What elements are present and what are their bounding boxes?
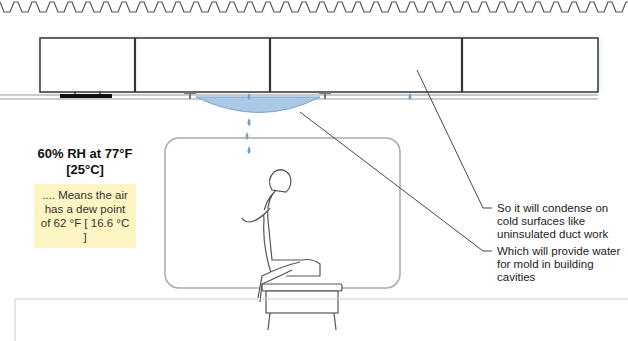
diffuser (60, 94, 112, 98)
roof-deck (0, 2, 628, 12)
dew-point-note: .... Means the air has a dew point of 62… (34, 184, 136, 248)
person (242, 170, 320, 302)
water-puddle (196, 97, 320, 113)
floor (15, 299, 628, 341)
window (165, 138, 400, 288)
duct (40, 38, 598, 92)
duct-joints (135, 38, 462, 92)
callout-text: Which will provide water for mold in bui… (497, 245, 623, 284)
callout-text: So it will condense on cold surfaces lik… (497, 202, 623, 241)
duct-glow (40, 38, 598, 92)
condition-heading: 60% RH at 77°F [25°C] (34, 146, 136, 178)
note-box: 60% RH at 77°F [25°C] .... Means the air … (34, 146, 136, 248)
stool (262, 284, 342, 330)
roof-line (0, 2, 628, 12)
leader-lines (300, 70, 492, 251)
water-drips (246, 93, 412, 154)
